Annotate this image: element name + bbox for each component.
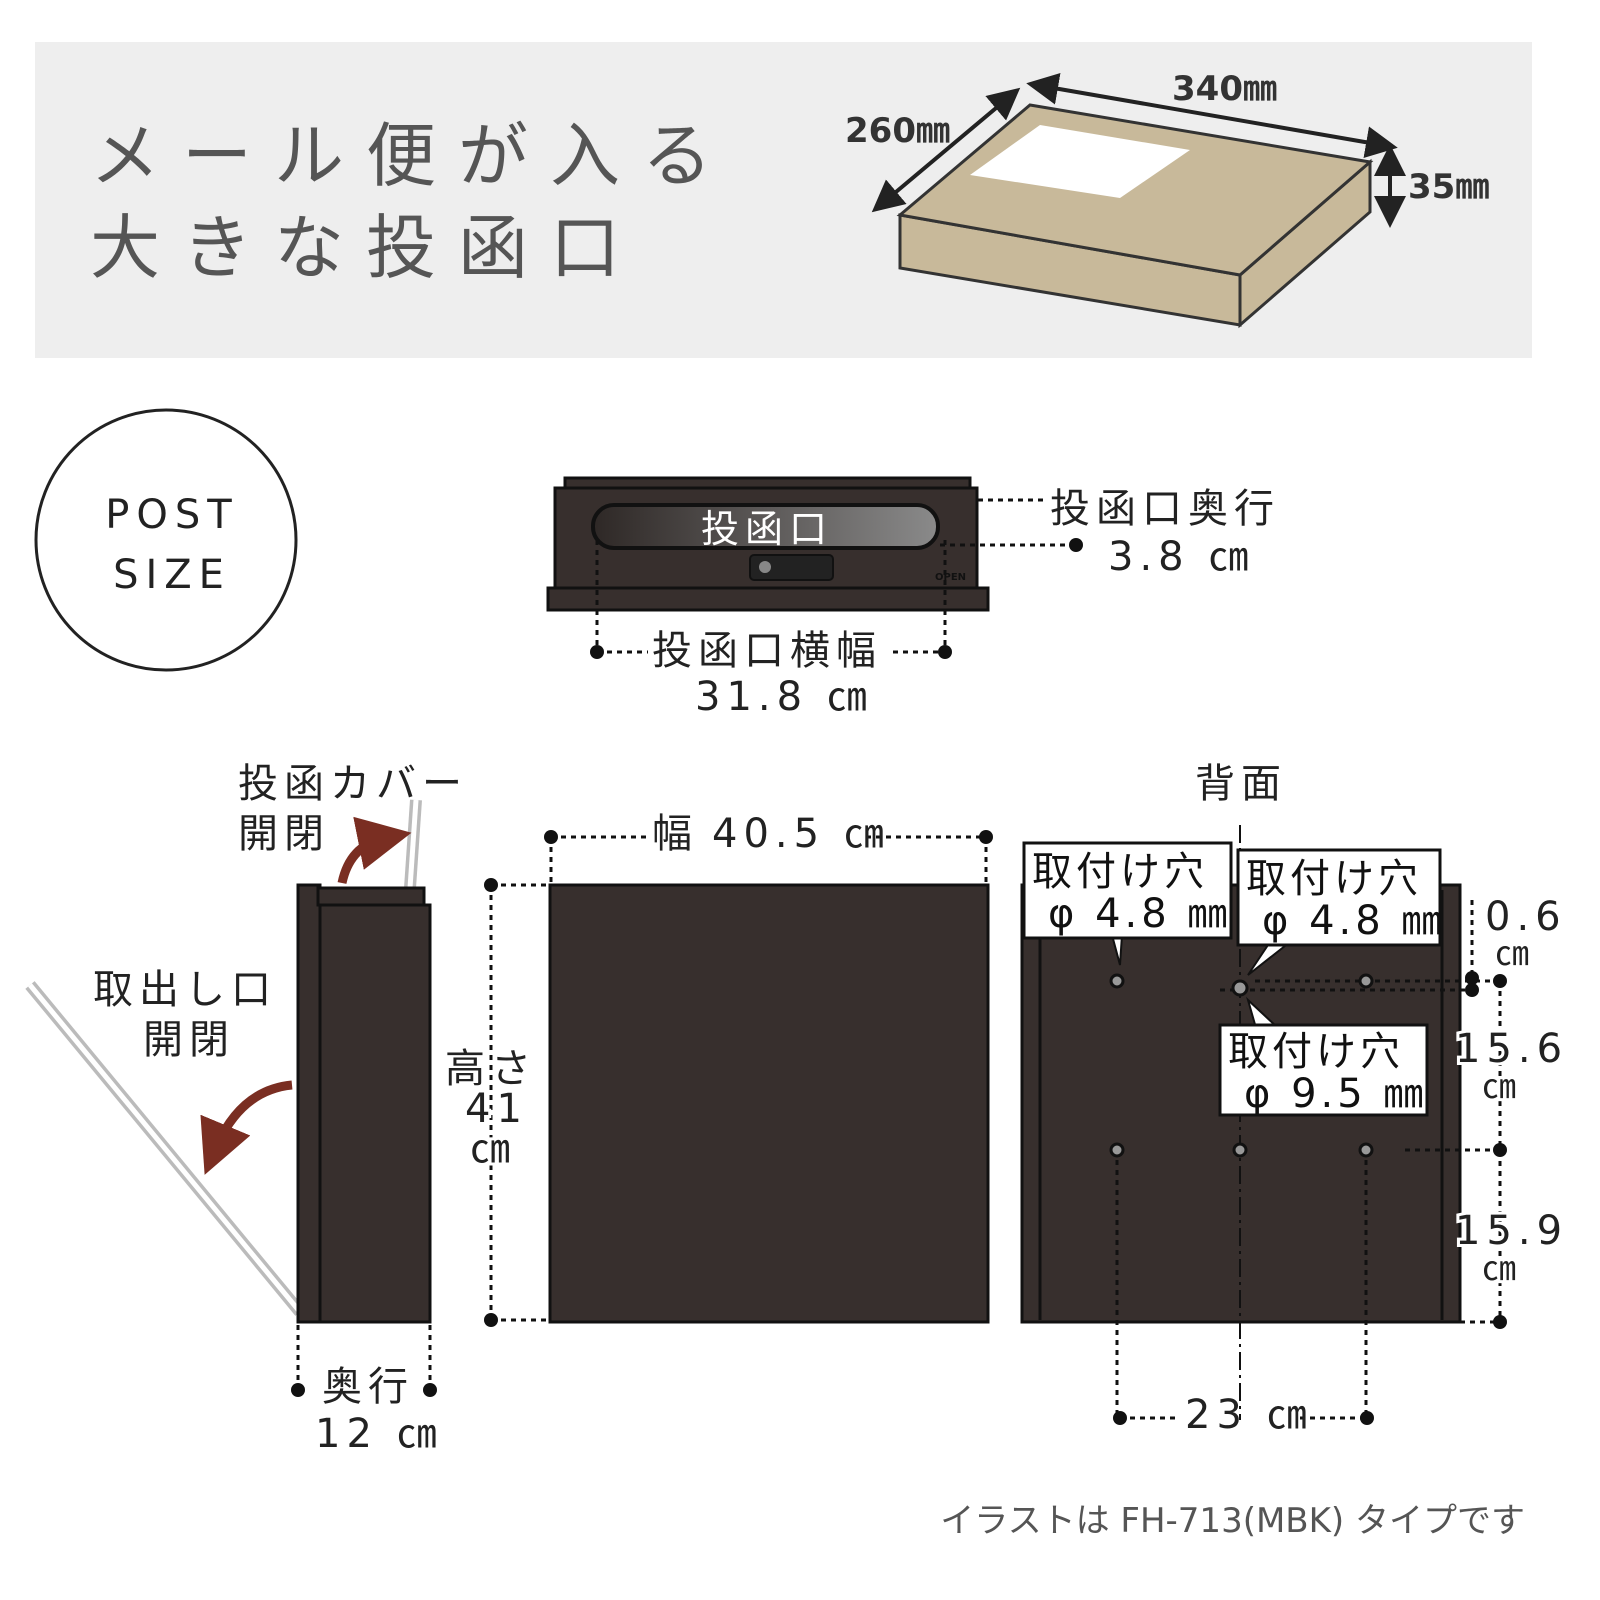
post-size-badge: POST SIZE [34,408,298,672]
parcel-illustration: 260㎜ 340㎜ 35㎜ [845,69,1489,329]
slot-depth-label: 投函口奥行 [1050,486,1280,532]
slot-width-label: 投函口横幅 [652,628,882,674]
parcel-height: 35㎜ [1408,167,1489,207]
svg-text:φ 4.8 ㎜: φ 4.8 ㎜ [1048,891,1231,937]
svg-text:41: 41 [465,1086,528,1132]
svg-text:開閉: 開閉 [238,811,330,857]
svg-text:OPEN: OPEN [935,572,966,583]
mounting-holes [1109,973,1374,1158]
callout-3: 取付け穴 φ 9.5 ㎜ [1218,996,1429,1117]
svg-text:開閉: 開閉 [143,1017,235,1063]
svg-text:0.6: 0.6 [1485,894,1567,940]
callout-2: 取付け穴 φ 4.8 ㎜ [1236,848,1445,976]
svg-text:取付け穴: 取付け穴 [1032,849,1208,895]
svg-text:POST: POST [105,492,238,538]
footer-note: イラストは FH-713(MBK) タイプです [940,1501,1525,1541]
svg-text:幅: 幅 [652,811,698,857]
svg-text:高さ: 高さ [445,1046,537,1092]
svg-text:15.9: 15.9 [1455,1208,1568,1254]
callout-1: 取付け穴 φ 4.8 ㎜ [1022,841,1233,966]
svg-text:15.6: 15.6 [1455,1026,1568,1072]
slot-width-value: 31.8 ㎝ [695,674,873,720]
slot-label: 投函口 [701,507,833,551]
headline-line-2: 大きな投函口 [90,207,642,289]
headline-line-1: メール便が入る [90,115,734,197]
svg-text:12 ㎝: 12 ㎝ [315,1411,443,1457]
svg-text:SIZE: SIZE [113,552,231,598]
lock [749,554,834,581]
top-view: 投函口 OPEN 投函口奥行 3.8 ㎝ 投函口横幅 31.8 ㎝ [546,476,1280,720]
svg-text:φ 9.5 ㎜: φ 9.5 ㎜ [1244,1071,1427,1117]
hole-spacing: 23 ㎝ [1185,1392,1313,1438]
svg-text:取付け穴: 取付け穴 [1246,856,1422,902]
front-view: 幅 40.5 ㎝ 高さ 41 ㎝ [442,811,993,1327]
svg-text:投函カバー: 投函カバー [238,761,468,807]
svg-text:φ 4.8 ㎜: φ 4.8 ㎜ [1262,898,1445,944]
svg-text:奥行: 奥行 [322,1364,414,1410]
parcel-width: 340㎜ [1172,69,1277,109]
svg-text:取付け穴: 取付け穴 [1228,1029,1404,1075]
svg-text:㎝: ㎝ [1482,1249,1516,1289]
svg-text:㎝: ㎝ [1495,934,1529,974]
svg-text:㎝: ㎝ [1482,1067,1516,1107]
parcel-depth: 260㎜ [845,111,950,151]
side-view: 投函カバー 開閉 取出し口 開閉 奥行 12 ㎝ [25,761,468,1457]
svg-text:40.5 ㎝: 40.5 ㎝ [712,811,890,857]
back-title: 背面 [1195,761,1287,807]
slot-depth-value: 3.8 ㎝ [1108,534,1254,580]
back-view: 背面 23 ㎝ 取付け穴 φ 4.8 ㎜ 取付け穴 [1020,761,1568,1438]
svg-text:㎝: ㎝ [470,1126,516,1172]
svg-text:取出し口: 取出し口 [93,967,277,1013]
